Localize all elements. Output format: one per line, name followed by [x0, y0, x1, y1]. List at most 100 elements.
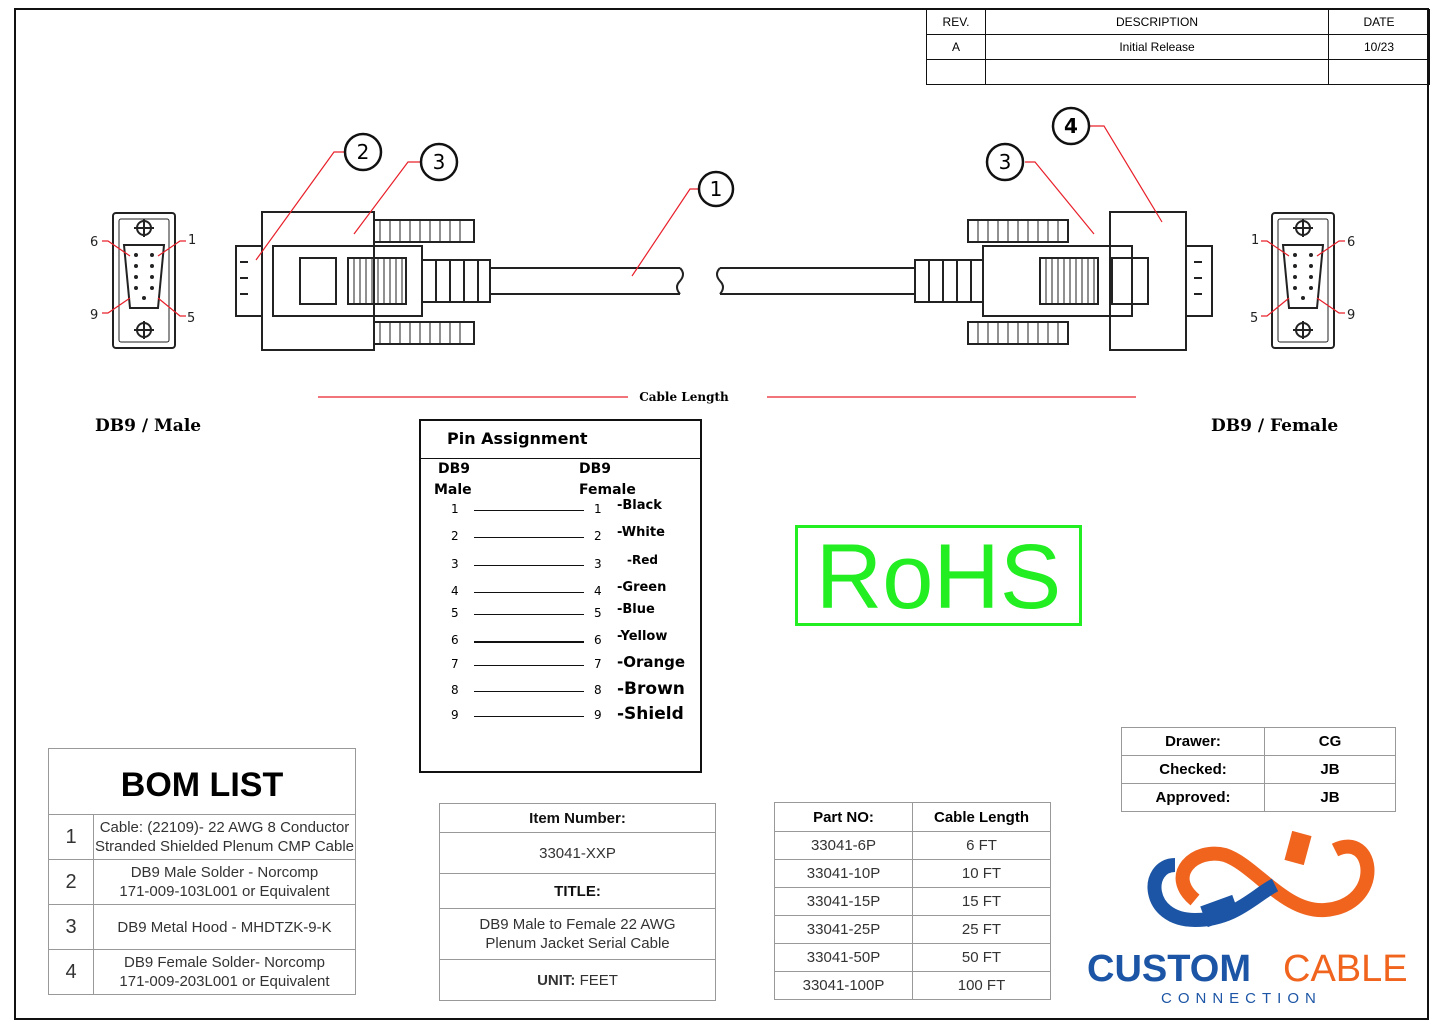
male-pin-number: 6	[451, 633, 459, 647]
female-header-db9: DB9	[579, 461, 612, 477]
signoff-table: Drawer:CG Checked:JB Approved:JB	[1121, 727, 1396, 812]
cable-length-label: Cable Length	[639, 390, 729, 404]
bom-item-number: 3	[48, 904, 94, 950]
female-pin-label-6: 6	[1347, 235, 1355, 250]
female-pin-number: 4	[594, 584, 602, 598]
callout-1-label: 1	[710, 177, 723, 201]
title-block: Item Number: 33041-XXP TITLE: DB9 Male t…	[439, 803, 716, 1001]
table-row: Drawer:CG	[1121, 727, 1396, 756]
callout-3-right	[985, 142, 1025, 182]
male-pin-number: 7	[451, 657, 459, 671]
male-pin-label-5: 5	[187, 311, 195, 326]
logo-connection: CONNECTION	[1161, 990, 1322, 1007]
callout-3-left-label: 3	[433, 150, 446, 174]
callout-3-right-label: 3	[999, 150, 1012, 174]
male-pin-number: 5	[451, 606, 459, 620]
pin-title-divider	[421, 458, 700, 459]
wire-line	[474, 716, 584, 717]
pin-assignment-title: Pin Assignment	[447, 429, 588, 448]
cable-drawing: 1 2 3 3 4 6 1 9 5 1 6 5 9 Cable Length	[90, 106, 1355, 404]
bom-item-description: DB9 Metal Hood - MHDTZK-9-K	[93, 904, 356, 950]
cable-jacket	[490, 267, 915, 295]
callout-4-label: 4	[1064, 114, 1078, 138]
female-pin-number: 7	[594, 657, 602, 671]
checked-value: JB	[1264, 755, 1396, 784]
female-pin-label-9: 9	[1347, 308, 1355, 323]
logo-cable: CABLE	[1283, 948, 1408, 990]
item-number-label: Item Number:	[439, 803, 716, 833]
unit-value: FEET	[579, 971, 618, 989]
male-connector-label: DB9 / Male	[95, 416, 202, 436]
bom-item-number: 2	[48, 859, 94, 905]
approved-value: JB	[1264, 783, 1396, 812]
drawer-label: Drawer:	[1121, 727, 1265, 756]
male-pin-number: 9	[451, 708, 459, 722]
unit-row: UNIT: FEET	[439, 959, 716, 1001]
item-number-value: 33041-XXP	[439, 832, 716, 874]
female-pin-number: 3	[594, 557, 602, 571]
cable-length-header: Cable Length	[912, 802, 1051, 832]
male-connector-body	[235, 211, 491, 351]
logo-mark-icon	[1147, 830, 1375, 928]
wire-line	[474, 565, 584, 566]
male-header-db9: DB9	[438, 461, 471, 477]
wire-line	[474, 537, 584, 538]
rohs-mark: RoHS	[795, 525, 1082, 626]
revision-table: REV. DESCRIPTION DATE A Initial Release …	[926, 9, 1430, 85]
female-pin-number: 6	[594, 633, 602, 647]
sheet-border	[14, 8, 1429, 1020]
date-empty	[1328, 59, 1430, 85]
wire-line	[474, 592, 584, 593]
bom-row: 3 DB9 Metal Hood - MHDTZK-9-K	[48, 904, 356, 950]
wire-color-label: -Brown	[617, 679, 685, 699]
wire-color-label: -Green	[617, 580, 667, 595]
female-pin-number: 2	[594, 529, 602, 543]
wire-color-label: -Red	[627, 553, 658, 567]
table-row: Checked:JB	[1121, 755, 1396, 784]
female-connector-body	[914, 211, 1213, 351]
female-connector-label: DB9 / Female	[1211, 416, 1339, 436]
date-value: 10/23	[1328, 34, 1430, 60]
wire-color-label: -Shield	[617, 704, 684, 724]
bom-item-number: 1	[48, 814, 94, 860]
rev-empty	[926, 59, 986, 85]
wire-line	[474, 614, 584, 615]
female-pin-number: 8	[594, 683, 602, 697]
logo-custom: CUSTOM	[1087, 948, 1251, 990]
leader-lines	[102, 125, 1345, 398]
male-pin-number: 2	[451, 529, 459, 543]
callout-3-left	[419, 142, 459, 182]
male-pin-number: 3	[451, 557, 459, 571]
wire-line	[474, 641, 584, 643]
female-pin-label-5: 5	[1250, 311, 1258, 326]
callout-2-label: 2	[357, 140, 370, 164]
wire-color-label: -Orange	[617, 653, 686, 671]
wire-line	[474, 691, 584, 692]
date-header: DATE	[1328, 9, 1430, 35]
male-pin-number: 4	[451, 584, 459, 598]
wire-line	[474, 510, 584, 511]
male-pin-label-9: 9	[90, 308, 98, 323]
female-pin-number: 9	[594, 708, 602, 722]
wire-line	[474, 665, 584, 666]
checked-label: Checked:	[1121, 755, 1265, 784]
male-pin-number: 1	[451, 502, 459, 516]
approved-label: Approved:	[1121, 783, 1265, 812]
female-pin-label-1: 1	[1251, 233, 1259, 248]
wire-color-label: -Yellow	[617, 629, 668, 644]
callout-1	[697, 170, 735, 208]
female-connector-face	[1271, 212, 1335, 349]
